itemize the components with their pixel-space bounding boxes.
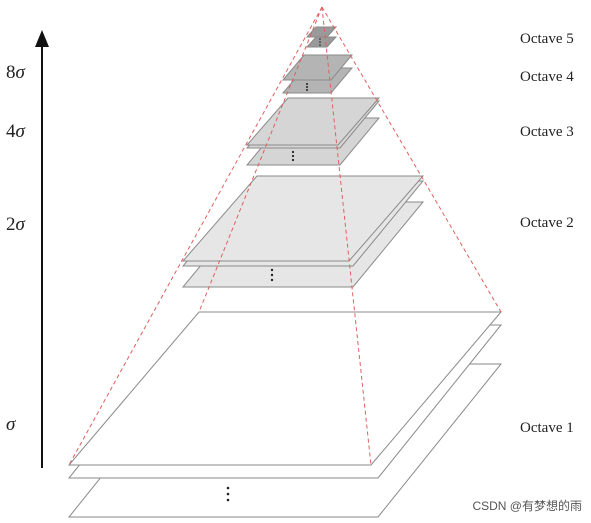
csdn-watermark: CSDN @有梦想的雨: [472, 498, 582, 513]
guide-line-right: [321, 6, 502, 313]
scale-label-sigma: σ: [6, 414, 16, 435]
octave-2-layer-top: [181, 175, 425, 262]
octave-5-layer-top: [305, 26, 338, 38]
octave-label-4: Octave 4: [520, 69, 574, 85]
guide-line-left: [68, 6, 323, 466]
octave-2-layers: [181, 175, 425, 288]
scale-label-4sigma: 4σ: [6, 121, 26, 142]
octave-3-ellipsis: [291, 150, 295, 162]
guide-line-back: [198, 6, 323, 313]
octave-label-1: Octave 1: [520, 420, 574, 436]
octave-3-layers: [245, 97, 381, 166]
scale-label-8sigma: 8σ: [6, 62, 26, 83]
scale-axis-arrowhead: [35, 30, 49, 47]
octave-3-layer-top: [245, 97, 381, 146]
octave-5-layer-bottom: [305, 36, 338, 48]
octave-5-layers: [305, 26, 338, 48]
octave-label-5: Octave 5: [520, 31, 574, 47]
pyramid-guide-lines: [68, 6, 502, 466]
octave-4-layers: [281, 54, 354, 94]
octave-label-2: Octave 2: [520, 215, 574, 231]
octave-1-layers: [67, 311, 503, 518]
octave-5-ellipsis: [319, 38, 321, 46]
scale-axis: [35, 30, 49, 468]
octave-label-3: Octave 3: [520, 124, 574, 140]
octave-1-ellipsis: [226, 486, 230, 502]
octave-4-ellipsis: [306, 83, 308, 91]
octave-2-ellipsis: [270, 268, 274, 282]
scale-label-2sigma: 2σ: [6, 214, 26, 235]
